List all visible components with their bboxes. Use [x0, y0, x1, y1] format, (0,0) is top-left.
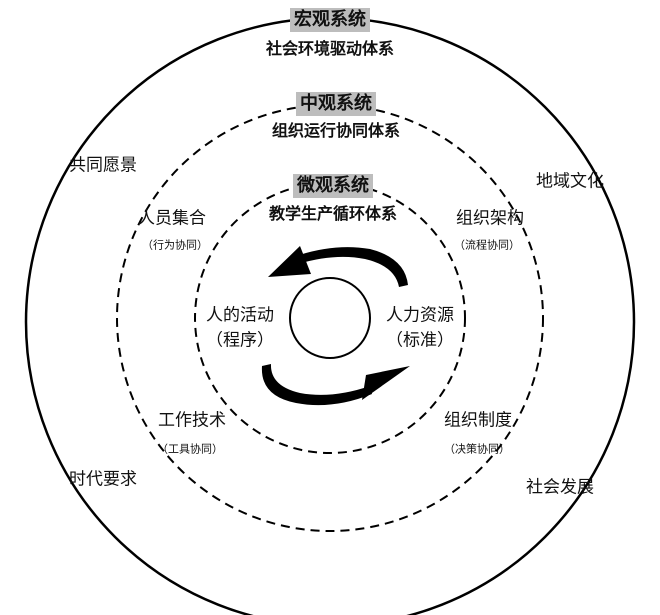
core-label-human-activity: 人的活动 — [206, 305, 274, 326]
meso-label-org-system: 组织制度 — [444, 410, 512, 431]
meso-label-personnel: 人员集合 — [138, 208, 206, 229]
meso-note-behavior: （行为协同） — [142, 238, 208, 252]
core-label-human-resources: 人力资源 — [386, 305, 454, 326]
core-note-standard: （标准） — [386, 330, 454, 351]
macro-subtitle: 社会环境驱动体系 — [265, 39, 395, 58]
meso-note-tools: （工具协同） — [157, 442, 223, 456]
meso-subtitle: 组织运行协同体系 — [271, 121, 401, 140]
micro-subtitle: 教学生产循环体系 — [268, 204, 398, 223]
meso-title: 中观系统 — [296, 92, 376, 116]
core-circle — [289, 277, 371, 359]
meso-label-org-structure: 组织架构 — [456, 208, 524, 229]
meso-label-work-technology: 工作技术 — [158, 410, 226, 431]
outer-label-shared-vision: 共同愿景 — [69, 155, 137, 176]
core-note-procedure: （程序） — [206, 330, 274, 351]
outer-label-regional-culture: 地域文化 — [536, 171, 604, 192]
micro-title: 微观系统 — [293, 174, 373, 198]
outer-label-era-requirements: 时代要求 — [69, 469, 137, 490]
outer-label-social-development: 社会发展 — [526, 477, 594, 498]
cycle-arrow-top — [268, 246, 408, 287]
meso-note-decision: （决策协同） — [444, 442, 510, 456]
cycle-arrow-bottom — [261, 364, 410, 406]
macro-title: 宏观系统 — [290, 8, 370, 32]
meso-ring — [116, 104, 544, 532]
meso-note-process: （流程协同） — [454, 238, 520, 252]
